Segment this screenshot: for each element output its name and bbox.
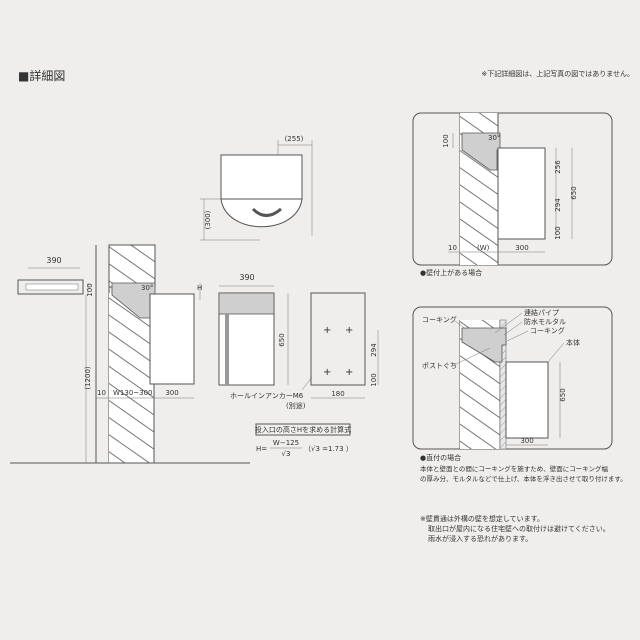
- formula-note: （√3 =1.73 ）: [304, 445, 353, 453]
- note-line-3: 雨水が浸入する恐れがあります。: [428, 534, 532, 543]
- anchor-view: + + + + 294 100 180 ホールインアンカーM6 (別途): [230, 292, 379, 410]
- dim-w-range: W130~300: [113, 389, 153, 397]
- formula-numerator: W−125: [273, 439, 299, 447]
- dim-100-anchor: 100: [370, 373, 378, 386]
- svg-text:+: +: [345, 367, 353, 378]
- direct-post: ポストぐち: [422, 362, 457, 370]
- dim-390-front: 390: [239, 273, 254, 282]
- wall-dim-100-top: 100: [442, 134, 450, 147]
- wall-dim-10: 10: [448, 244, 457, 252]
- panel-direct: コーキング 連結パイプ 防水モルタル コーキング ポストぐち 本体 650 30…: [412, 306, 627, 483]
- direct-caulking-a: コーキング: [422, 315, 457, 324]
- notice-text: ※下記詳細図は、上記写真の図ではありません。: [481, 69, 634, 78]
- dim-1200: (1200): [84, 366, 92, 390]
- angle-side: 30°: [141, 284, 153, 292]
- dim-650-front: 650: [278, 333, 286, 346]
- wall-dim-650: 650: [570, 186, 578, 199]
- panel-wall: 100 30° 256 294 100 650 10 (W) 300 ●壁付上が…: [412, 112, 613, 277]
- side-section: 390 100 30° H (1200) 10 W130~300 300: [10, 244, 250, 464]
- dim-390-left: 390: [46, 256, 61, 265]
- direct-mortar: 防水モルタル: [524, 317, 566, 326]
- dim-100-side: 100: [86, 283, 94, 296]
- direct-caulking-b: コーキング: [530, 326, 565, 335]
- dim-300-side-bottom: 300: [165, 389, 178, 397]
- formula-denominator: √3: [282, 450, 291, 458]
- dim-294-anchor: 294: [370, 343, 378, 357]
- direct-caption: ●直付の場合: [420, 453, 461, 462]
- front-view: 390 650: [218, 273, 289, 386]
- formula-box-label: 投入口の高さHを求める計算式: [255, 425, 351, 434]
- direct-body: 本体: [566, 338, 580, 347]
- note-line-2: 取出口が屋内になる住宅壁への取付けは避けてください。: [428, 524, 610, 533]
- direct-desc-1: 本体と壁面との間にコーキングを施すため、壁面にコーキング幅: [420, 464, 609, 473]
- svg-text:+: +: [323, 367, 331, 378]
- anchor-note: (別途): [286, 401, 306, 410]
- direct-desc-2: の厚み分、モルタルなどで仕上げ、本体を浮き出させて取り付けます。: [420, 474, 627, 483]
- wall-angle: 30°: [488, 134, 500, 142]
- dim-255: (255): [285, 135, 304, 143]
- direct-dim-300: 300: [520, 437, 533, 445]
- top-view: (255) (300): [200, 135, 313, 241]
- formula-block: 投入口の高さHを求める計算式 H= W−125 √3 （√3 =1.73 ）: [255, 423, 353, 458]
- dim-10-side: 10: [97, 389, 106, 397]
- svg-text:+: +: [345, 325, 353, 336]
- note-line-1: ※壁貫通は外構の壁を想定しています。: [420, 514, 544, 523]
- dim-300-side: (300): [204, 210, 212, 229]
- direct-dim-650: 650: [559, 388, 567, 401]
- notes: ※壁貫通は外構の壁を想定しています。 取出口が屋内になる住宅壁への取付けは避けて…: [420, 514, 610, 543]
- wall-dim-300: 300: [515, 244, 528, 252]
- wall-dim-100-bottom: 100: [554, 226, 562, 239]
- wall-dim-256: 256: [554, 160, 562, 174]
- h-label: H: [197, 284, 202, 292]
- formula-h: H=: [256, 445, 267, 453]
- anchor-label: ホールインアンカーM6: [230, 392, 304, 400]
- direct-pipe: 連結パイプ: [524, 308, 559, 317]
- svg-text:+: +: [323, 325, 331, 336]
- dim-180: 180: [331, 390, 344, 398]
- section-title: ■詳細図: [18, 68, 65, 83]
- wall-dim-294: 294: [554, 198, 562, 212]
- wall-w-label: (W): [477, 244, 490, 252]
- wall-caption: ●壁付上がある場合: [420, 268, 482, 277]
